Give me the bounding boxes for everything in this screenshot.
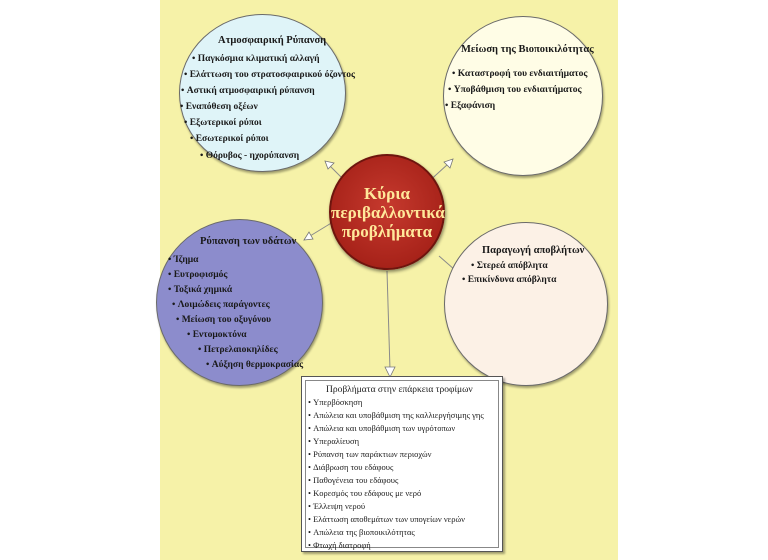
waste-item: Επικίνδυνα απόβλητα [462,275,557,286]
arrowhead-biodiversity [443,158,454,169]
water-item: Αύξηση θερμοκρασίας [206,360,303,371]
waste-circle [444,222,608,386]
biodiversity-item: Υποβάθμιση του ενδιαιτήματος [448,85,582,96]
food-item: Υπερβόσκηση [308,398,362,407]
biodiversity-item: Καταστροφή του ενδιαιτήματος [452,69,588,80]
arrowhead-atmosphere [324,160,335,170]
food-item: Απώλεια και υποβάθμιση της καλλιεργήσιμη… [308,411,484,420]
water-item: Ίζημα [168,255,199,266]
atmosphere-item: Εσωτερικοί ρύποι [190,134,269,145]
central-title: Κύρια περιβαλλοντικά προβλήματα [331,184,445,241]
waste-title: Παραγωγή αποβλήτων [482,245,585,256]
biodiversity-title: Μείωση της Βιοποικιλότητας [461,44,594,55]
water-item: Μείωση του οξυγόνου [176,315,271,326]
central-node: Κύρια περιβαλλοντικά προβλήματα [329,154,445,270]
arrowhead-food [384,366,396,378]
food-item: Απώλεια της βιοποικιλότητας [308,528,415,537]
connector-water [309,221,334,237]
food-item: Ελάττωση αποθεμάτων των υπογείων νερών [308,515,465,524]
water-item: Πετρελαιοκηλίδες [198,345,278,356]
connector-food [386,270,391,371]
waste-item: Στερεά απόβλητα [471,261,548,272]
water-item: Εντομοκτόνα [187,330,247,341]
food-item: Φτωχή διατροφή [308,541,371,550]
arrowhead-water [303,231,314,241]
water-item: Ευτροφισμός [168,270,228,281]
atmosphere-title: Ατμοσφαιρική Ρύπανση [218,35,327,46]
food-item: Διάβρωση του εδάφους [308,463,393,472]
food-item: Έλλειψη νερού [308,502,365,511]
food-item: Απώλεια και υποβάθμιση των υγρότοπων [308,424,455,433]
water-title: Ρύπανση των υδάτων [200,236,297,247]
water-item: Τοξικά χημικά [168,285,233,296]
food-item: Υπεραλίευση [308,437,359,446]
atmosphere-item: Ελάττωση του στρατοσφαιρικού όζοντος [184,70,355,81]
food-title: Προβλήματα στην επάρκεια τροφίμων [326,385,473,395]
atmosphere-item: Θόρυβος - ηχορύπανση [200,151,299,162]
food-item: Ρύπανση των παράκτιων περιοχών [308,450,431,459]
atmosphere-item: Αστική ατμοσφαιρική ρύπανση [181,86,315,97]
atmosphere-item: Παγκόσμια κλιματική αλλαγή [192,54,320,65]
biodiversity-item: Εξαφάνιση [445,101,495,112]
water-item: Λοιμώδεις παράγοντες [172,300,270,311]
atmosphere-item: Εξωτερικοί ρύποι [184,118,262,129]
biodiversity-circle [443,16,603,176]
food-item: Κορεσμός του εδάφους με νερό [308,489,421,498]
atmosphere-item: Εναπόθεση οξέων [180,102,258,113]
food-item: Παθογένεια του εδάφους [308,476,398,485]
